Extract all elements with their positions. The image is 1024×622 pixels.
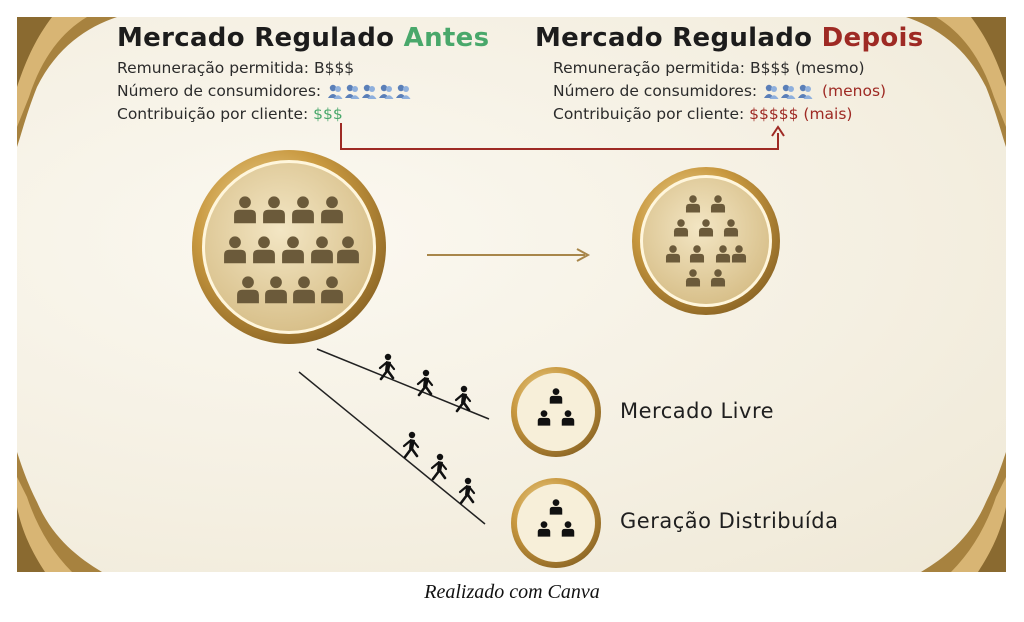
person-icon — [321, 276, 343, 304]
slide: Mercado Regulado Antes Mercado Regulado … — [17, 17, 1006, 572]
person-icon — [234, 196, 256, 224]
info-before-remuneration: Remuneração permitida: B$$$ — [117, 59, 355, 77]
person-icon — [292, 196, 314, 224]
info-before: Remuneração permitida: B$$$ Número de co… — [117, 57, 415, 126]
person-icon — [293, 276, 315, 304]
person-icon — [685, 195, 701, 213]
title-before-accent: Antes — [403, 23, 490, 53]
person-icon — [237, 276, 259, 304]
person-icon — [253, 236, 275, 264]
consumer-icon — [781, 84, 796, 99]
title-after-accent: Depois — [821, 23, 924, 53]
group-icon — [537, 388, 575, 426]
info-before-consumers: Número de consumidores: — [117, 80, 415, 103]
contribution-connector-arrow — [340, 123, 785, 150]
person-icon — [673, 219, 689, 237]
consumer-icon — [345, 84, 360, 99]
person-icon — [224, 236, 246, 264]
person-icon — [715, 245, 731, 263]
corner-ornament-bottom-right — [921, 452, 1006, 572]
info-before-contribution: Contribuição por cliente: $$$ — [117, 105, 343, 123]
consumer-icon — [328, 84, 343, 99]
title-after: Mercado Regulado Depois — [535, 23, 924, 53]
consumer-icon — [798, 84, 813, 99]
info-after: Remuneração permitida: B$$$ (mesmo) Núme… — [553, 57, 886, 126]
walking-person-icon — [430, 453, 448, 481]
person-icon — [731, 245, 747, 263]
person-icon — [321, 196, 343, 224]
group-label-mercado-livre: Mercado Livre — [620, 399, 775, 423]
person-icon — [311, 236, 333, 264]
consumers-icon-group — [326, 83, 415, 99]
info-after-remuneration: Remuneração permitida: B$$$ (mesmo) — [553, 59, 865, 77]
person-icon — [723, 219, 739, 237]
person-icon — [710, 195, 726, 213]
corner-ornament-top-right — [906, 17, 1006, 147]
person-icon — [689, 245, 705, 263]
crowd-icon — [224, 196, 359, 304]
crowd-icon — [665, 195, 747, 287]
corner-ornament-bottom-left — [17, 452, 102, 572]
person-icon — [265, 276, 287, 304]
person-icon — [685, 269, 701, 287]
consumer-icon — [764, 84, 779, 99]
title-after-main: Mercado Regulado — [535, 23, 822, 53]
title-before-main: Mercado Regulado — [117, 23, 404, 53]
person-icon — [710, 269, 726, 287]
person-icon — [549, 499, 563, 515]
transition-arrow — [427, 248, 591, 262]
person-icon — [537, 521, 551, 537]
consumers-icon-group — [762, 83, 817, 99]
before-consumers-medal — [192, 150, 386, 344]
geracao-distribuida-medal — [511, 478, 601, 568]
person-icon — [561, 521, 575, 537]
walking-person-icon — [454, 385, 472, 413]
person-icon — [698, 219, 714, 237]
walking-person-icon — [402, 431, 420, 459]
group-label-geracao-distribuida: Geração Distribuída — [620, 509, 839, 533]
group-icon — [537, 499, 575, 537]
walking-person-icon — [416, 369, 434, 397]
person-icon — [549, 388, 563, 404]
caption: Realizado com Canva — [424, 581, 600, 603]
info-after-consumers: Número de consumidores: (menos) — [553, 82, 887, 100]
info-after-contribution: Contribuição por cliente: $$$$$ (mais) — [553, 105, 853, 123]
person-icon — [337, 236, 359, 264]
person-icon — [537, 410, 551, 426]
consumer-icon — [396, 84, 411, 99]
after-consumers-medal — [632, 167, 780, 315]
person-icon — [561, 410, 575, 426]
consumer-icon — [362, 84, 377, 99]
consumer-icon — [379, 84, 394, 99]
person-icon — [282, 236, 304, 264]
walking-people-illustration — [298, 348, 490, 525]
corner-ornament-top-left — [17, 17, 117, 147]
person-icon — [665, 245, 681, 263]
person-icon — [263, 196, 285, 224]
mercado-livre-medal — [511, 367, 601, 457]
walking-person-icon — [458, 477, 476, 505]
title-before: Mercado Regulado Antes — [117, 23, 489, 53]
walking-person-icon — [378, 353, 396, 381]
